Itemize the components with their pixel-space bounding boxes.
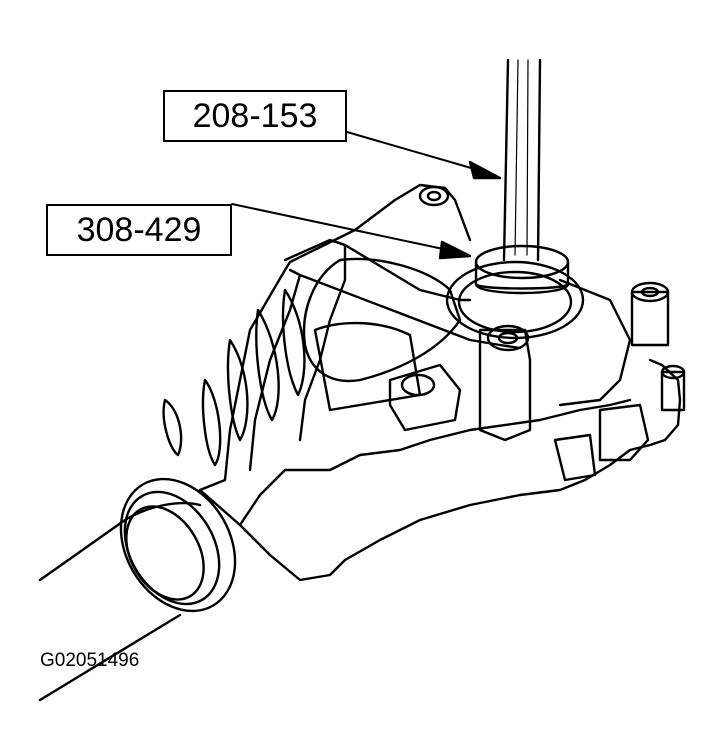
leader-line-308-429 bbox=[231, 203, 472, 260]
figure-id: G02051496 bbox=[40, 650, 140, 671]
shaft-flange bbox=[119, 477, 237, 613]
housing-body bbox=[198, 183, 682, 582]
seal-bore bbox=[445, 260, 632, 407]
callout-208-153: 208-153 bbox=[163, 90, 347, 142]
housing-ribs bbox=[162, 288, 306, 467]
housing-cavity bbox=[302, 257, 462, 412]
mounting-bosses bbox=[388, 185, 686, 482]
callout-308-429: 308-429 bbox=[46, 204, 232, 256]
seal-installer-308-429 bbox=[474, 244, 570, 295]
handle-208-153 bbox=[502, 58, 542, 262]
leader-line-208-153 bbox=[346, 131, 502, 180]
